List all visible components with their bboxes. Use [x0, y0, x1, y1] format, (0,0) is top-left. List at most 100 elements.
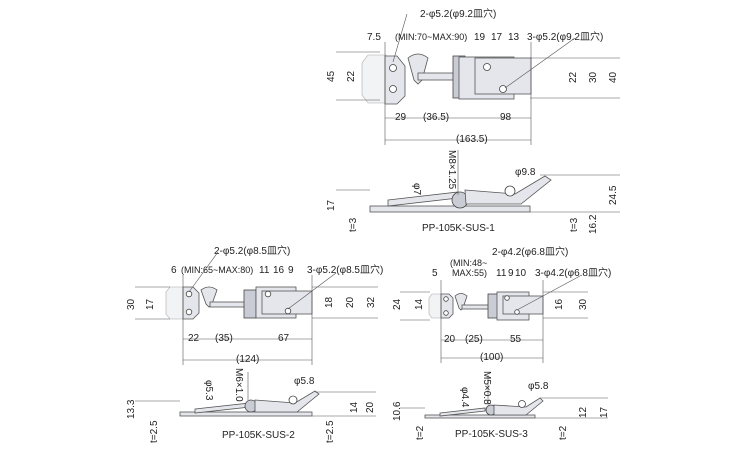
- dim-label: 24: [392, 298, 403, 310]
- holes-right-label: 3-φ5.2(φ8.5皿穴): [307, 263, 383, 276]
- drawing-2-side-view: M6×1.0 φ5.8 φ5.3 13.3 14 20 t=2.5 t=2.5 …: [126, 368, 376, 443]
- hook-diameter-label: φ5.8: [294, 376, 315, 387]
- dimension-line: [516, 275, 581, 311]
- pivot-block: [243, 289, 257, 319]
- dim-label: 30: [588, 71, 599, 83]
- overall-length-label: (100): [480, 352, 503, 363]
- dim-label: 12: [578, 406, 589, 418]
- hook-diameter-label: φ5.8: [528, 381, 549, 392]
- dim-label: 16.2: [588, 214, 599, 234]
- holes-right-label: 3-φ5.2(φ9.2皿穴): [527, 30, 603, 43]
- thread-label: M5×0.8: [481, 371, 492, 405]
- hook-hole: [504, 185, 516, 197]
- latch-part: [165, 286, 185, 320]
- pivot-block: [487, 293, 499, 319]
- dim-label: 7.5: [367, 32, 381, 43]
- dim-label: 16: [554, 298, 565, 310]
- dimension-line: [392, 13, 408, 63]
- thread-label: M6×1.0: [233, 368, 244, 402]
- mount-hole: [443, 296, 449, 302]
- dim-label: t=2: [415, 425, 426, 440]
- lever: [464, 175, 552, 205]
- mount-hole: [504, 295, 510, 301]
- rod-diameter-label: φ5.3: [203, 380, 214, 401]
- thread-label: M8×1.25: [446, 150, 457, 190]
- mount-hole: [185, 308, 193, 316]
- dim-label: 14: [349, 401, 360, 413]
- dim-label: 13.3: [126, 399, 137, 419]
- threaded-rod: [439, 407, 486, 417]
- strike-plate-ghost: [361, 54, 387, 104]
- threaded-rod: [387, 191, 459, 207]
- dim-label: 16: [273, 265, 285, 276]
- dim-label: 14: [414, 298, 425, 310]
- dim-label: 19: [474, 32, 486, 43]
- dim-label: 22: [568, 71, 579, 83]
- dim-label: 13: [508, 32, 520, 43]
- drawing-1-side-view: M8×1.25 φ9.8 φ7 17 24.5 t=3 t=3 16.2 PP-…: [326, 150, 620, 234]
- mount-hole: [185, 290, 193, 298]
- dim-label: 9: [508, 268, 514, 279]
- threaded-rod: [194, 402, 251, 414]
- model-label: PP-105K-SUS-2: [222, 430, 295, 441]
- dim-label: 24.5: [608, 185, 619, 205]
- dim-label: 10.6: [392, 401, 403, 421]
- latch-part: [179, 411, 313, 417]
- mount-hole: [483, 63, 491, 71]
- dim-label: 5: [432, 268, 438, 279]
- dim-label: (25): [465, 334, 483, 345]
- dim-label: 17: [145, 298, 156, 310]
- dim-label: 11: [259, 265, 270, 276]
- dim-label: 22: [188, 333, 200, 344]
- dim-label: 20: [365, 401, 376, 413]
- model-label: PP-105K-SUS-1: [422, 223, 495, 234]
- dim-label: 18: [324, 296, 335, 308]
- overall-length-label: (124): [236, 354, 259, 365]
- dim-label: 29: [395, 112, 407, 123]
- dim-label: (36.5): [423, 112, 449, 123]
- dim-label: 30: [578, 298, 589, 310]
- dim-label: 17: [326, 199, 337, 211]
- dim-label: (MIN:48~: [450, 258, 487, 268]
- holes-left-label: 2-φ5.2(φ8.5皿穴): [214, 244, 290, 257]
- drawing-1-top-view: 2-φ5.2(φ9.2皿穴) 7.5 (MIN:70~MAX:90) 19 17…: [326, 7, 620, 145]
- dim-label: (35): [215, 333, 233, 344]
- dimension-line: [287, 272, 337, 310]
- drawing-2-top-view: 2-φ5.2(φ8.5皿穴) 6 (MIN:65~MAX:80) 11 16 9…: [126, 244, 383, 365]
- mount-hole: [264, 290, 272, 298]
- dim-label: t=3: [569, 217, 580, 232]
- holes-left-label: 2-φ5.2(φ9.2皿穴): [420, 7, 496, 20]
- dim-label: t=2: [558, 425, 569, 440]
- overall-length-label: (163.5): [456, 134, 488, 145]
- dim-label: (MIN:65~MAX:80): [181, 265, 253, 275]
- dim-label: t=3: [348, 217, 359, 232]
- dim-label: 22: [346, 70, 357, 82]
- dimension-line: [504, 37, 576, 89]
- lever: [493, 397, 544, 416]
- rod-diameter-label: φ7: [411, 183, 422, 195]
- dim-label: 20: [444, 334, 456, 345]
- dim-label: 10: [515, 268, 527, 279]
- mount-hole: [389, 85, 397, 93]
- mount-hole: [288, 395, 298, 405]
- mount-hole: [443, 310, 449, 316]
- dim-label: (MIN:70~MAX:90): [395, 32, 467, 42]
- drawing-3-top-view: 2-φ4.2(φ6.8皿穴) 5 (MIN:48~ MAX:55) 11 9 1…: [392, 245, 611, 363]
- dim-label: 45: [326, 70, 337, 82]
- hook-diameter-label: φ9.8: [515, 167, 536, 178]
- dim-label: 55: [510, 334, 522, 345]
- lever: [254, 390, 320, 413]
- mount-hole: [389, 64, 397, 72]
- base-line: [369, 205, 531, 213]
- threaded-rod: [209, 301, 247, 308]
- drawing-3-side-view: M5×0.8 φ5.8 φ4.4 10.6 12 17 t=2 t=2 PP-1…: [392, 371, 610, 440]
- dim-label: 32: [366, 296, 377, 308]
- mount-hole: [499, 85, 507, 93]
- dim-label: 9: [288, 265, 294, 276]
- holes-right-label: 3-φ4.2(φ6.8皿穴): [535, 266, 611, 279]
- latch-part: [424, 414, 536, 419]
- model-label: PP-105K-SUS-3: [455, 429, 528, 440]
- mount-hole: [514, 309, 520, 315]
